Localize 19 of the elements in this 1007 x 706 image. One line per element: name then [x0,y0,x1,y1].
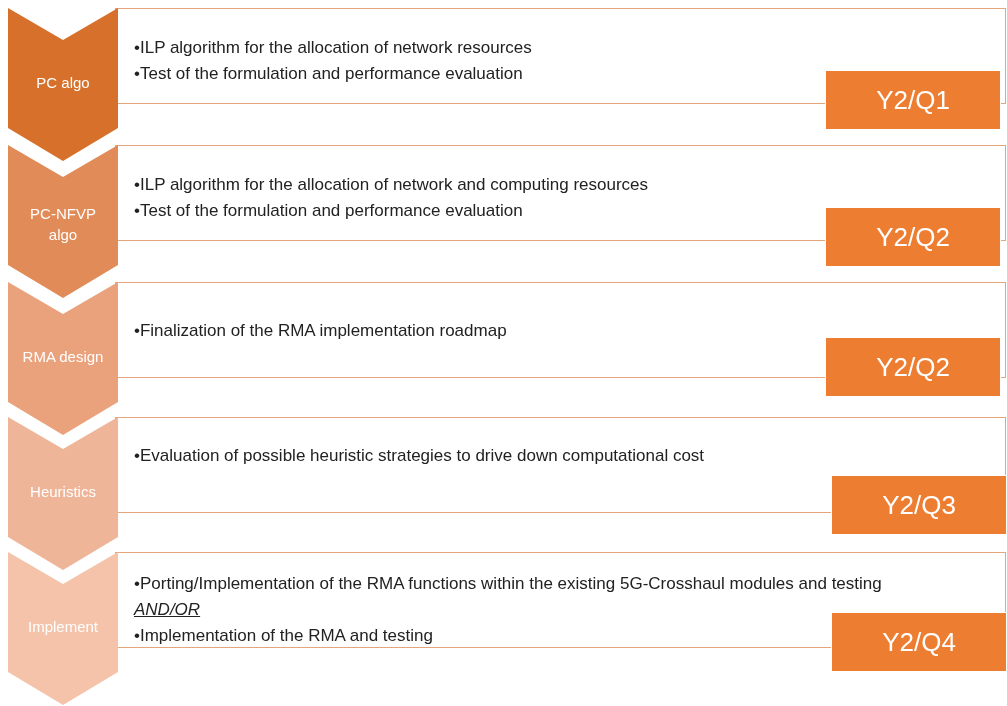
quarter-badge: Y2/Q2 [825,207,1001,267]
quarter-badge: Y2/Q1 [825,70,1001,130]
bullet-text: •ILP algorithm for the allocation of network and computing resources [134,174,649,196]
bullet-text: •Finalization of the RMA implementation roadmap [134,320,507,342]
step-label: PC-NFVP algo [29,204,97,245]
quarter-badge: Y2/Q4 [831,612,1007,672]
step-label: Implement [27,618,99,635]
step-label: RMA design [21,348,105,365]
quarter-badge: Y2/Q2 [825,337,1001,397]
bullet-text: •Test of the formulation and performance evaluation [134,63,524,85]
bullet-text: •Test of the formulation and performance evaluation [134,200,524,222]
bullet-text: •ILP algorithm for the allocation of network resources [134,37,532,59]
bullet-text: •Evaluation of possible heuristic strategies to drive down computational cost [134,445,705,467]
bullet-text: •Porting/Implementation of the RMA functions within the existing 5G-Crosshaul modules and testing [134,573,882,595]
bullet-text: •Implementation of the RMA and testing [134,625,434,647]
step-label: PC algo [35,74,91,91]
quarter-badge: Y2/Q3 [831,475,1007,535]
connector-text: AND/OR [134,599,202,621]
step-label: Heuristics [29,483,97,500]
